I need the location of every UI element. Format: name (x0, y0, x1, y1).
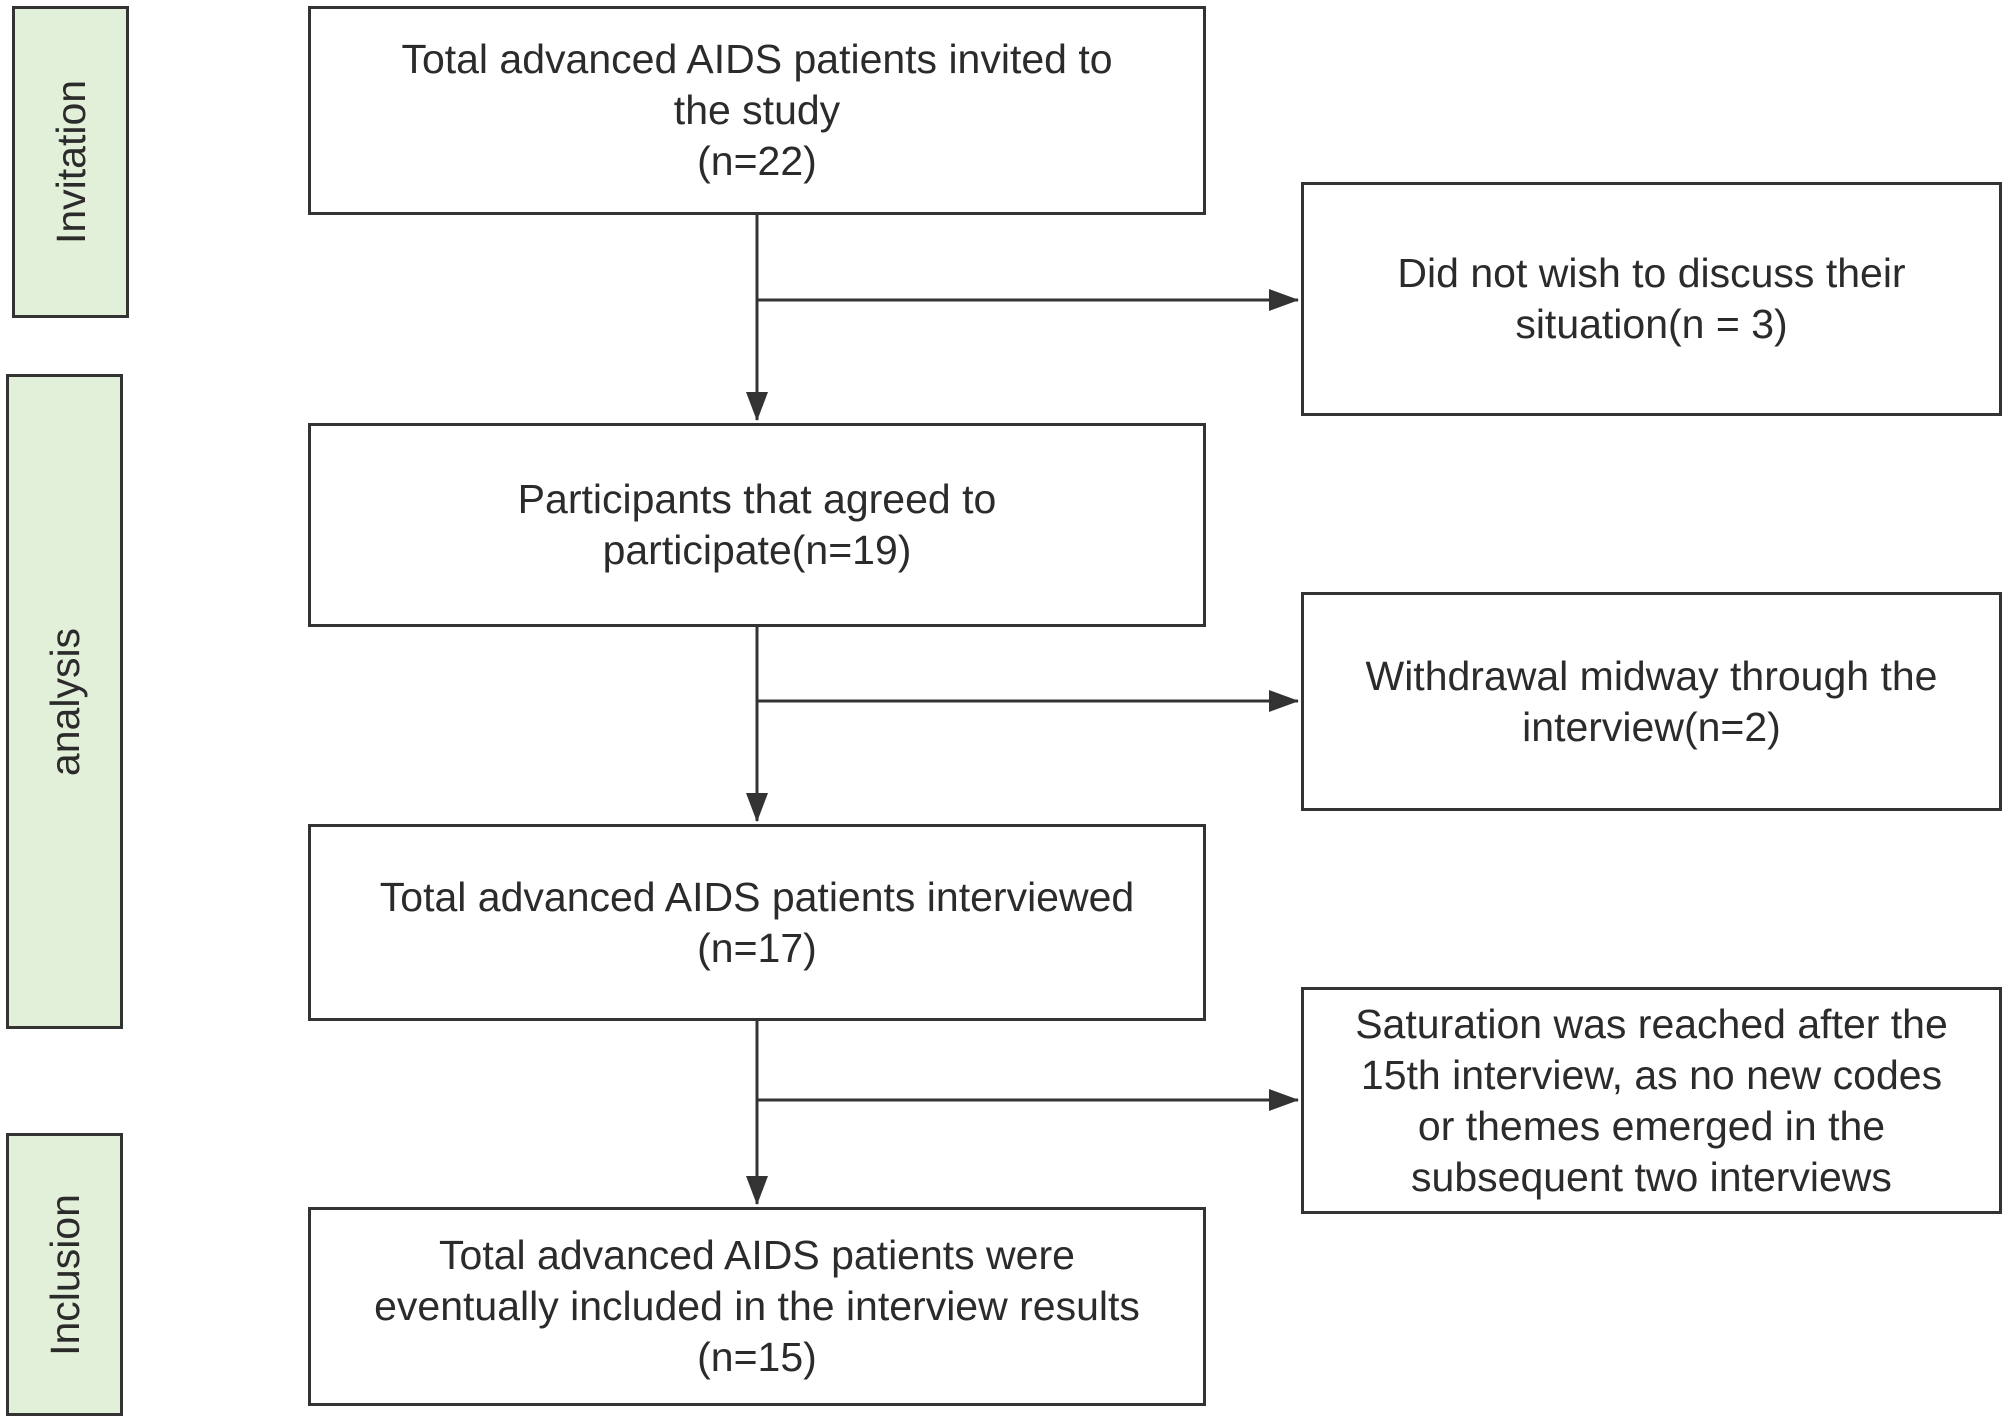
arrowhead-included (746, 1176, 768, 1205)
arrowhead-interviewed (746, 793, 768, 822)
stage-inclusion: Inclusion (6, 1133, 123, 1416)
included-text: Total advanced AIDS patients were eventu… (374, 1232, 1140, 1380)
arrowhead-agreed (746, 392, 768, 421)
interviewed-text: Total advanced AIDS patients interviewed… (379, 873, 1135, 971)
stage-invitation: Invitation (12, 6, 129, 318)
arrowhead-did-not-wish (1269, 289, 1299, 311)
saturation-text: Saturation was reached after the 15th in… (1355, 1000, 1948, 1200)
withdrawal-text: Withdrawal midway through the interview(… (1365, 652, 1938, 750)
arrowhead-saturation (1269, 1089, 1299, 1111)
invited-box: Total advanced AIDS patients invited to … (308, 6, 1206, 215)
saturation-box: Saturation was reached after the 15th in… (1301, 987, 2002, 1214)
included-box: Total advanced AIDS patients were eventu… (308, 1207, 1206, 1406)
invited-text: Total advanced AIDS patients invited to … (401, 36, 1113, 184)
did-not-wish-box: Did not wish to discuss their situation(… (1301, 182, 2002, 416)
arrowhead-withdrawal (1269, 690, 1299, 712)
agreed-box: Participants that agreed to participate(… (308, 423, 1206, 627)
withdrawal-box: Withdrawal midway through the interview(… (1301, 592, 2002, 811)
stage-analysis: analysis (6, 374, 123, 1029)
interviewed-box: Total advanced AIDS patients interviewed… (308, 824, 1206, 1021)
agreed-text: Participants that agreed to participate(… (517, 476, 997, 573)
did-not-wish-text: Did not wish to discuss their situation(… (1397, 250, 1906, 347)
